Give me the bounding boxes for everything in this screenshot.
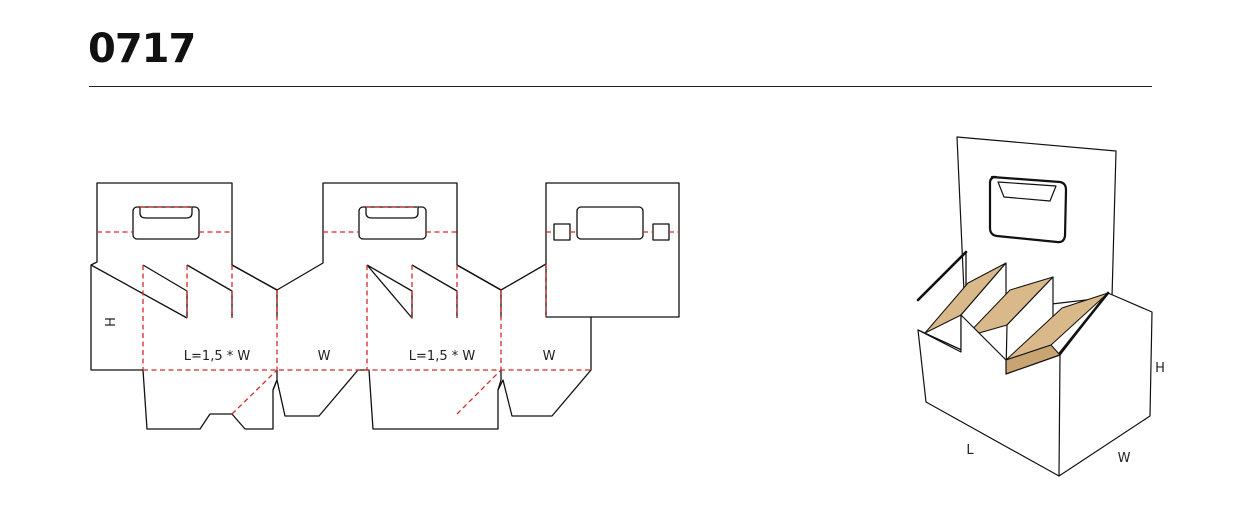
dieline-outline [90, 182, 680, 430]
page-title: 0717 [88, 26, 196, 72]
dieline-width-label-2: W [543, 349, 556, 364]
illustration-length-label: L [966, 443, 974, 458]
handle-thumb-cut-2 [365, 207, 419, 219]
carrier-thick-top [1058, 291, 1110, 355]
dieline-length-label-1: L=1,5 * W [184, 349, 251, 364]
dieline-fold-lines [97, 206, 679, 415]
illustration-width-label: W [1118, 451, 1131, 466]
handle-flap [997, 181, 1057, 202]
title-divider [89, 86, 1152, 87]
illustration-height-label: H [1155, 361, 1165, 376]
dieline-length-label-2: L=1,5 * W [409, 349, 476, 364]
handle-thumb-cut-1 [139, 207, 193, 219]
dieline-height-label: H [104, 317, 119, 327]
dieline-width-label-1: W [318, 349, 331, 364]
handle-cutout-3 [576, 206, 644, 240]
carrier-left-edge [916, 250, 968, 302]
